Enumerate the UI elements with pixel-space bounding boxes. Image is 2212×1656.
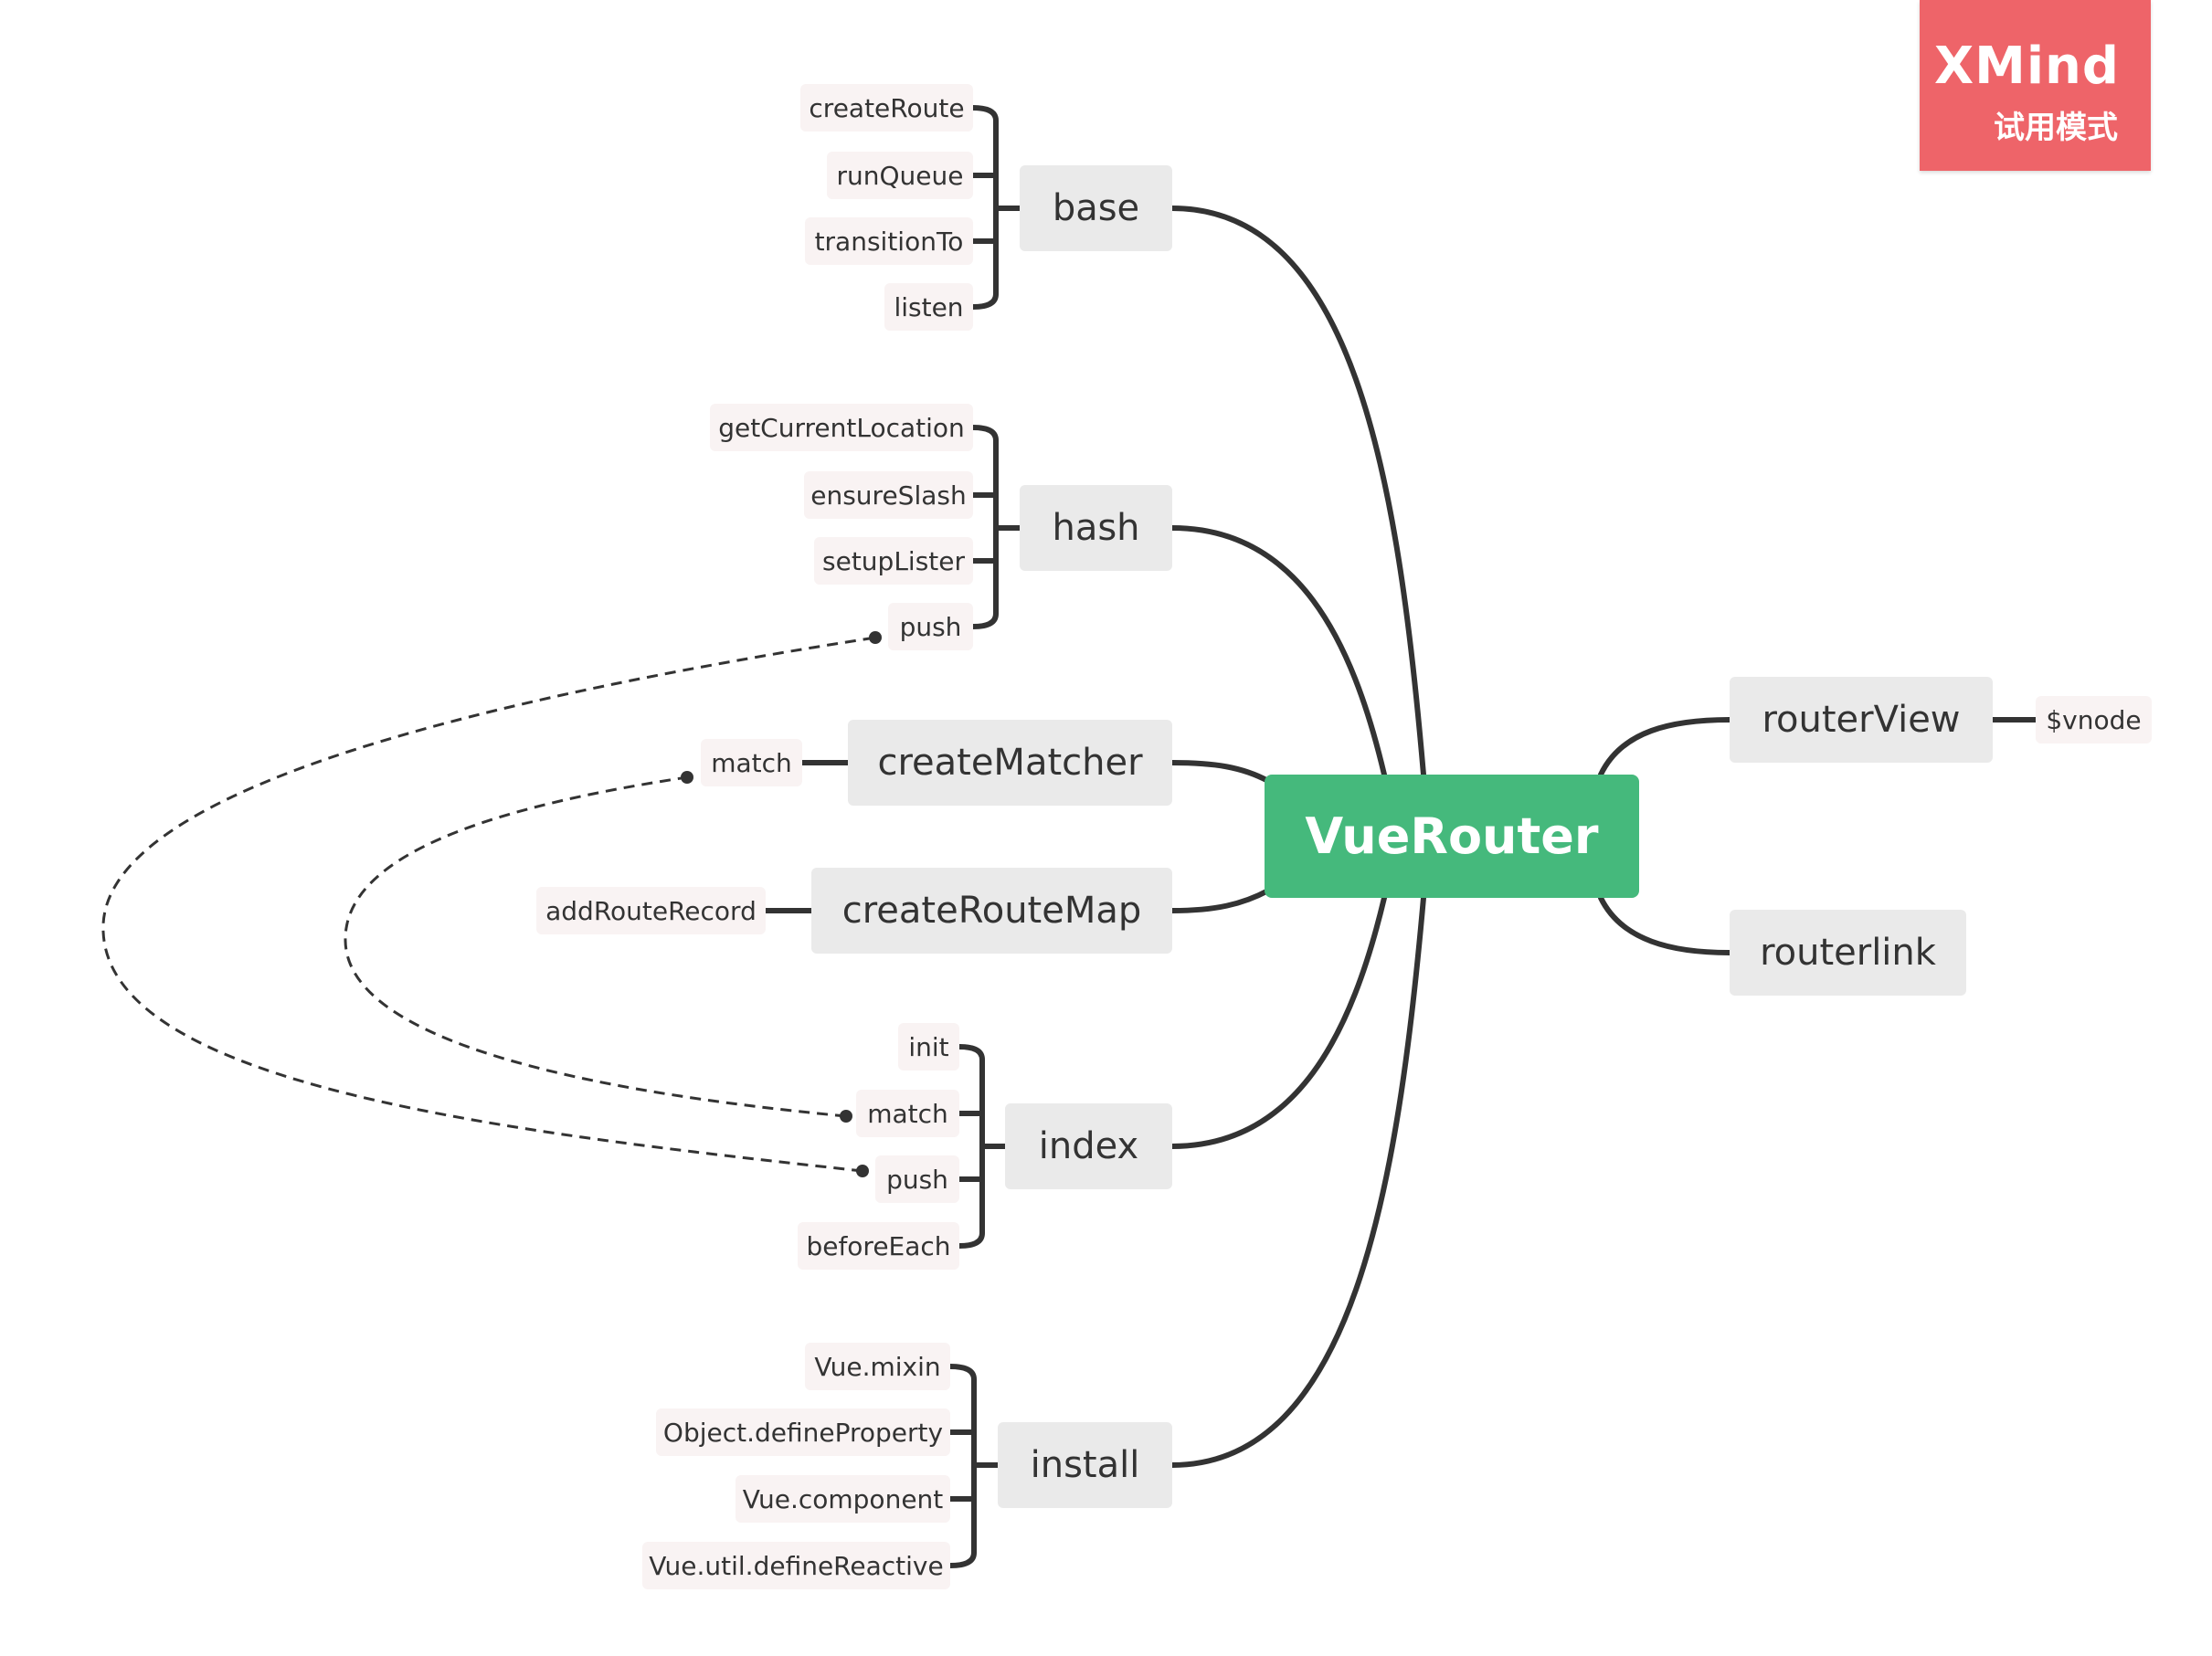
- subtopic-vue-mixin[interactable]: Vue.mixin: [805, 1343, 950, 1390]
- connector-createRouteMap: [1170, 888, 1271, 913]
- topic-routerView[interactable]: routerView: [1730, 677, 1993, 763]
- watermark-mode: 试用模式: [1994, 110, 2118, 146]
- relationship-endpoint-index-match: [840, 1110, 852, 1123]
- subtopic-addRouteRecord[interactable]: addRouteRecord: [536, 887, 766, 934]
- subtopic-ensureSlash[interactable]: ensureSlash: [804, 471, 973, 519]
- relationship-index-push-to-hash-push: [101, 636, 876, 1173]
- topic-base[interactable]: base: [1020, 165, 1172, 251]
- xmind-trial-watermark: XMind 试用模式: [1920, 0, 2151, 171]
- topic-hash[interactable]: hash: [1020, 485, 1172, 571]
- relationship-endpoint-hash-push: [869, 631, 882, 644]
- topic-index[interactable]: index: [1005, 1103, 1172, 1189]
- connector-createMatcher: [1170, 760, 1271, 784]
- subtopic-vnode[interactable]: $vnode: [2036, 696, 2152, 744]
- connector-routerView: [1598, 717, 1732, 777]
- subtopic-index-match[interactable]: match: [856, 1090, 959, 1137]
- relationship-endpoint-index-push: [856, 1165, 869, 1177]
- bracket-install: [947, 1364, 1000, 1568]
- subtopic-runQueue[interactable]: runQueue: [827, 152, 973, 199]
- subtopic-object-defineProperty[interactable]: Object.defineProperty: [656, 1408, 950, 1456]
- bracket-hash: [970, 425, 1022, 629]
- connector-hash: [1170, 525, 1387, 777]
- bracket-base: [970, 105, 1022, 310]
- subtopic-beforeEach[interactable]: beforeEach: [798, 1222, 959, 1270]
- topic-createRouteMap[interactable]: createRouteMap: [811, 868, 1172, 954]
- subtopic-transitionTo[interactable]: transitionTo: [805, 217, 973, 265]
- connector-index: [1170, 895, 1387, 1149]
- connector-install: [1170, 895, 1426, 1468]
- topic-install[interactable]: install: [998, 1422, 1172, 1508]
- subtopic-getCurrentLocation[interactable]: getCurrentLocation: [710, 404, 973, 451]
- subtopic-index-push[interactable]: push: [875, 1155, 959, 1203]
- watermark-brand: XMind: [1933, 37, 2120, 96]
- subtopic-createMatcher-match[interactable]: match: [701, 739, 802, 786]
- subtopic-setupLister[interactable]: setupLister: [814, 537, 973, 585]
- connector-routerlink: [1598, 895, 1732, 955]
- subtopic-createRoute[interactable]: createRoute: [800, 84, 973, 132]
- relationship-endpoint-createMatcher-match: [681, 771, 693, 784]
- subtopic-vue-util-defineReactive[interactable]: Vue.util.defineReactive: [642, 1542, 950, 1589]
- topic-routerlink[interactable]: routerlink: [1730, 910, 1966, 996]
- connector-base: [1170, 206, 1426, 777]
- relationship-index-match-to-createMatcher-match: [344, 775, 847, 1118]
- subtopic-hash-push[interactable]: push: [888, 603, 973, 650]
- topic-createMatcher[interactable]: createMatcher: [848, 720, 1172, 806]
- bracket-index: [957, 1044, 1008, 1249]
- subtopic-init[interactable]: init: [898, 1023, 959, 1071]
- subtopic-listen[interactable]: listen: [884, 283, 973, 331]
- subtopic-vue-component[interactable]: Vue.component: [736, 1475, 950, 1523]
- central-topic[interactable]: VueRouter: [1265, 775, 1639, 898]
